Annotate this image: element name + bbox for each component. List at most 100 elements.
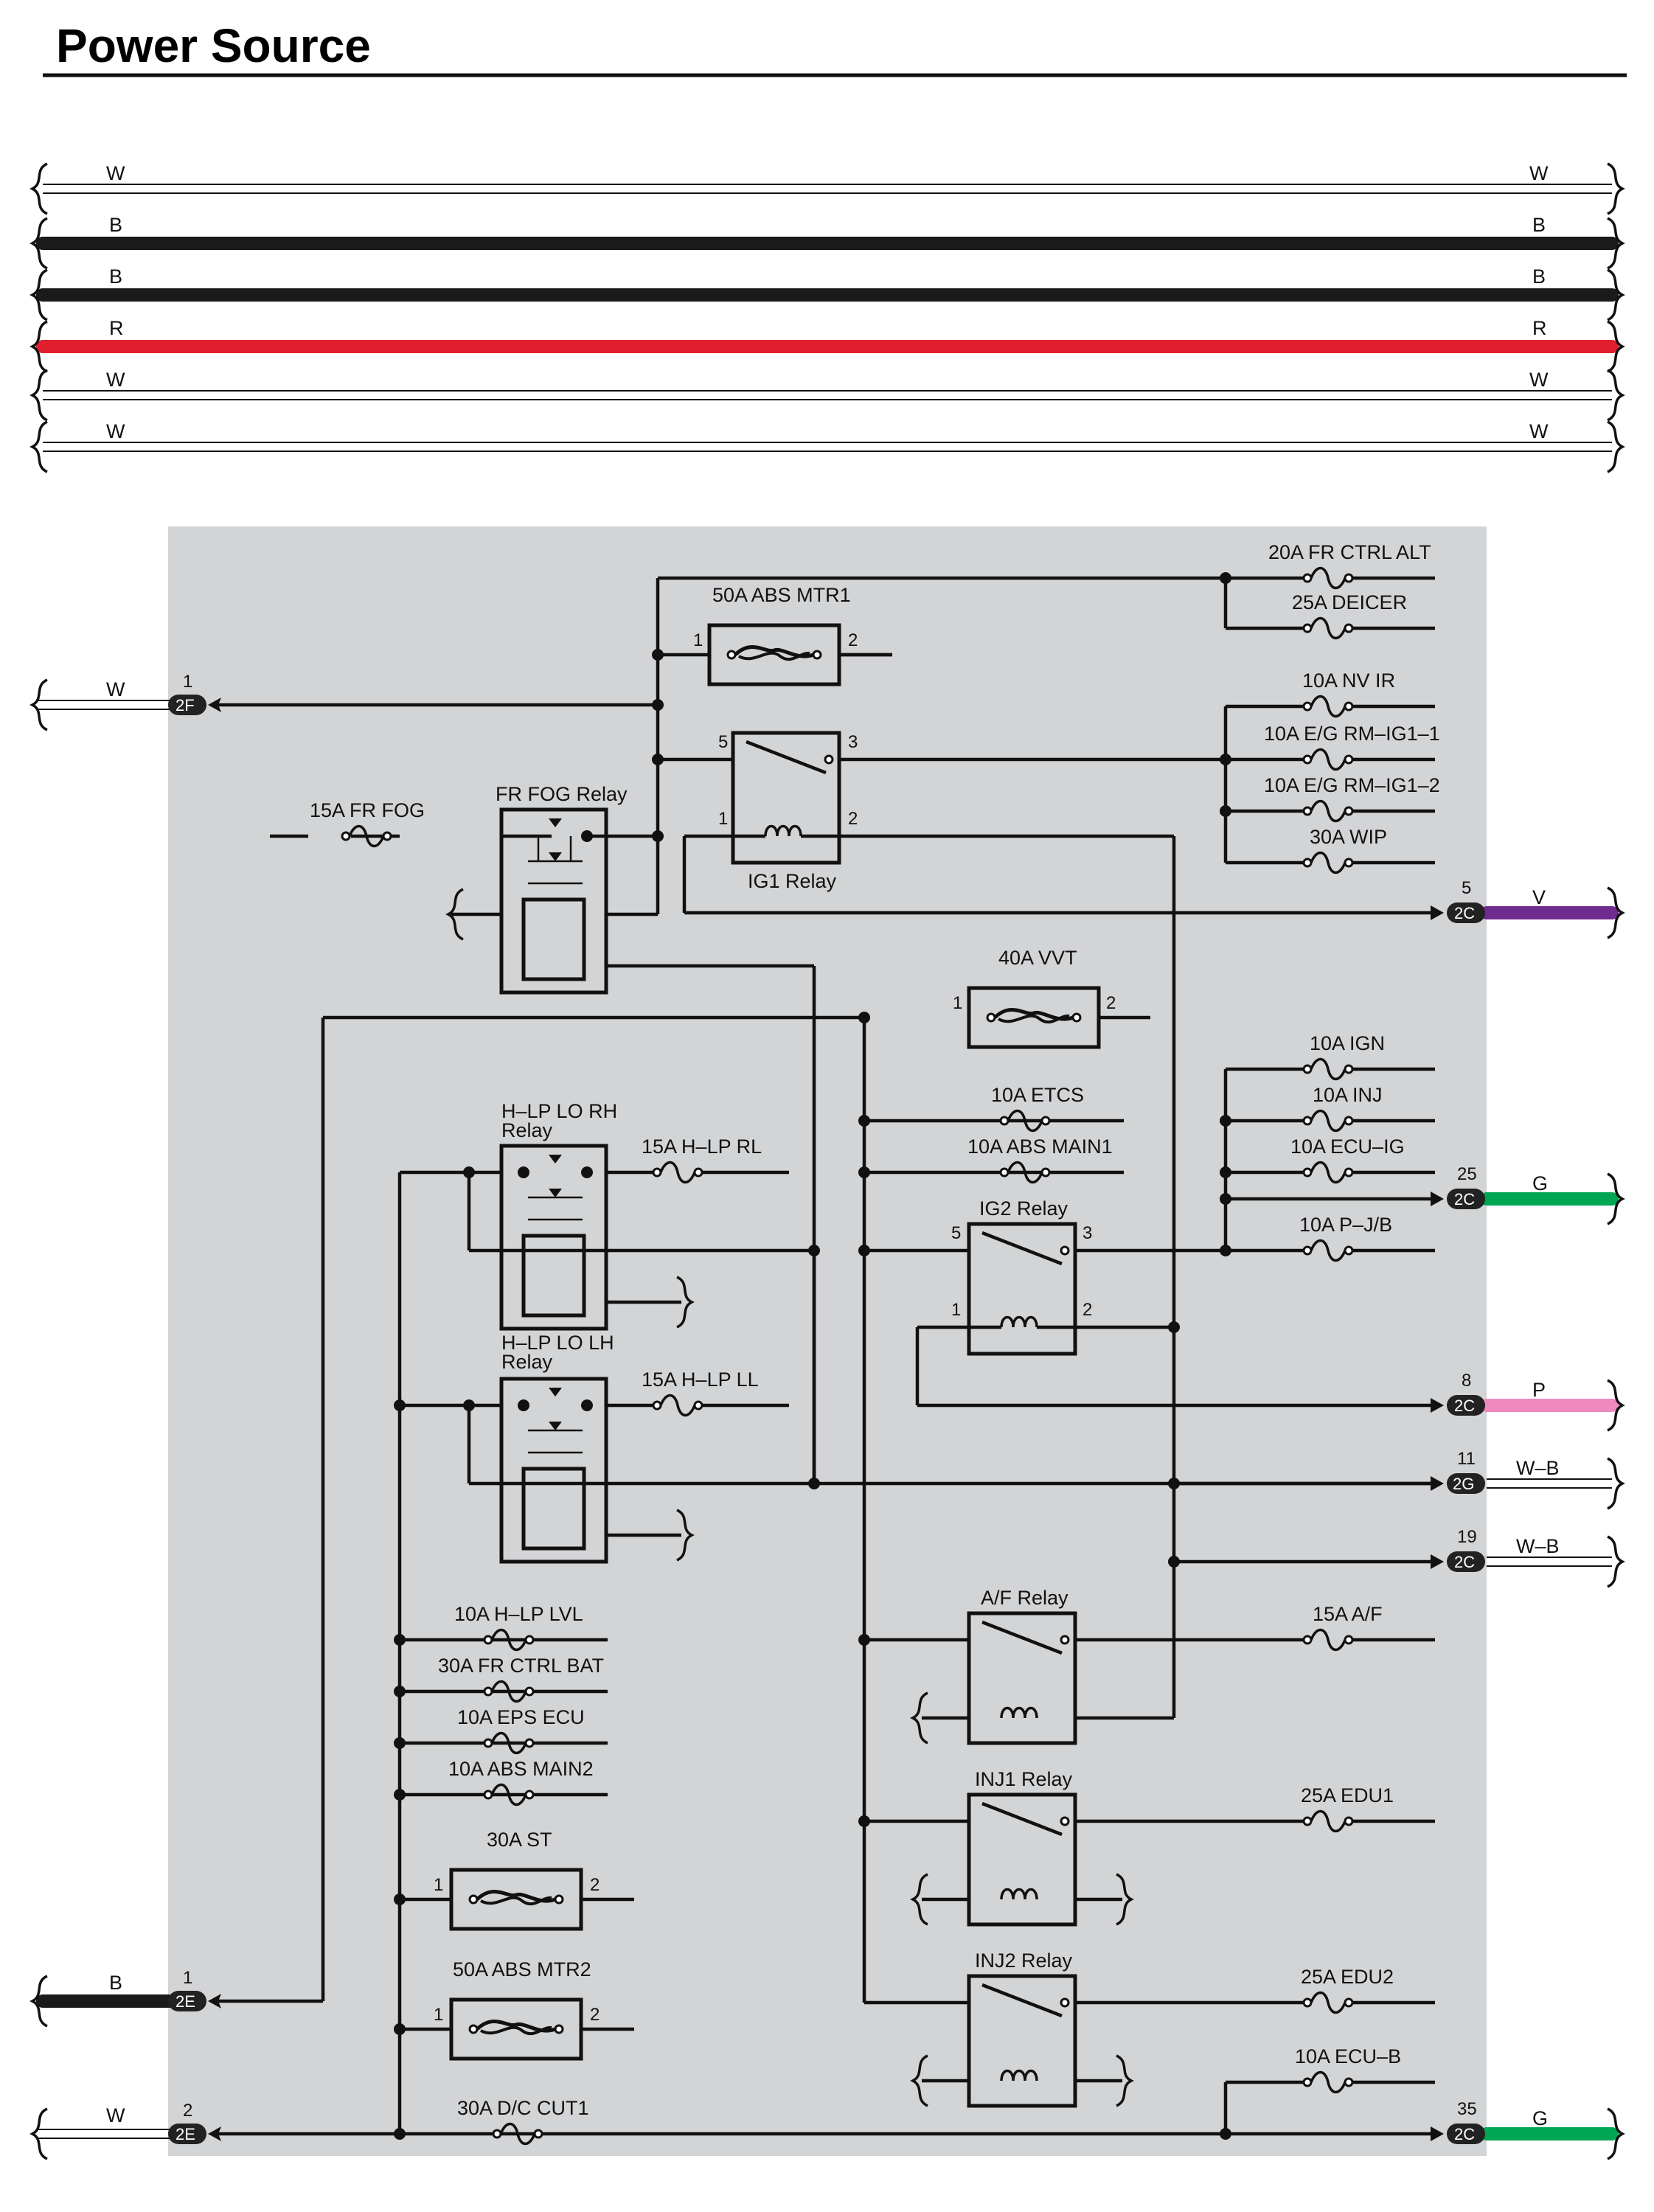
relay-label: FR FOG Relay <box>496 783 628 805</box>
fr-fog-relay <box>499 807 608 995</box>
svg-text:1: 1 <box>183 672 192 692</box>
fuse-label: 30A FR CTRL BAT <box>438 1655 604 1677</box>
relay-label: IG1 Relay <box>748 870 837 892</box>
svg-text:19: 19 <box>1457 1527 1477 1547</box>
relay-label: INJ2 Relay <box>975 1950 1073 1972</box>
svg-text:2C: 2C <box>1454 2125 1475 2143</box>
svg-text:5: 5 <box>718 732 728 752</box>
fusible-link-label: 40A VVT <box>998 947 1077 969</box>
svg-text:8: 8 <box>1462 1371 1471 1391</box>
svg-text:1: 1 <box>951 1300 961 1320</box>
fuse-label: 10A INJ <box>1313 1084 1383 1106</box>
hlp-lo-lh-relay <box>499 1377 608 1564</box>
connector-2E <box>168 1991 206 2011</box>
svg-text:11: 11 <box>1457 1449 1476 1469</box>
junction-block-panel <box>168 526 1487 2156</box>
junction-dots <box>394 572 1231 2140</box>
relay-label: Relay <box>501 1119 553 1141</box>
svg-text:2: 2 <box>1106 993 1116 1013</box>
circuit-wires <box>215 576 1435 2136</box>
wire-label: R <box>1532 317 1547 339</box>
svg-text:5: 5 <box>1462 878 1471 898</box>
ig2-relay <box>967 1222 1077 1356</box>
wire-label: B <box>1532 265 1546 288</box>
fusible-link-label: 50A ABS MTR1 <box>712 584 851 606</box>
fuse-label: 15A FR FOG <box>310 799 425 821</box>
relay-label: Relay <box>501 1351 553 1373</box>
fuse-label: 10A NV IR <box>1302 669 1395 692</box>
fusible-link-label: 30A ST <box>487 1829 552 1851</box>
wire-label: P <box>1532 1379 1546 1401</box>
svg-text:2: 2 <box>590 2005 600 2025</box>
fuse-label: 15A H–LP RL <box>642 1135 762 1158</box>
svg-text:1: 1 <box>693 630 703 650</box>
inj1-relay <box>967 1792 1077 1927</box>
svg-text:2G: 2G <box>1453 1475 1474 1493</box>
fuse-label: 20A FR CTRL ALT <box>1268 541 1431 563</box>
svg-text:2C: 2C <box>1454 1553 1475 1571</box>
fuse-label: 10A P–J/B <box>1299 1214 1392 1236</box>
wire-label: V <box>1532 886 1546 908</box>
fuse-label: 15A H–LP LL <box>642 1368 759 1391</box>
fusible-link-label: 50A ABS MTR2 <box>453 1958 591 1980</box>
svg-text:5: 5 <box>951 1223 961 1243</box>
fuse-label: 25A EDU2 <box>1301 1966 1394 1988</box>
fuse-label: 10A E/G RM–IG1–1 <box>1264 723 1440 745</box>
wire-label: W <box>1529 369 1549 391</box>
svg-text:2C: 2C <box>1454 1397 1475 1415</box>
svg-text:2E: 2E <box>176 2125 195 2143</box>
wire-label: W <box>106 162 125 184</box>
fuse-label: 10A ECU–IG <box>1290 1135 1405 1158</box>
fuse-label: 10A ABS MAIN1 <box>967 1135 1113 1158</box>
fuse-label: 10A EPS ECU <box>457 1706 585 1728</box>
relay-label: H–LP LO RH <box>501 1100 617 1122</box>
wire-label: W–B <box>1516 1457 1560 1479</box>
wire-label: W–B <box>1516 1535 1560 1557</box>
wire-label: B <box>1532 214 1546 236</box>
page-title: Power Source <box>56 19 371 72</box>
input-connectors: W 2F 1 B 2E 1 W 2E 2 <box>31 672 221 2160</box>
ig1-relay <box>731 731 841 865</box>
svg-text:3: 3 <box>848 732 858 752</box>
relays: 5 3 1 2 IG1 Relay 5 3 1 2 IG2 Relay A/F … <box>496 731 1092 2108</box>
wire-label: G <box>1532 2107 1548 2129</box>
svg-text:1: 1 <box>434 1875 443 1895</box>
fuse-label: 10A ETCS <box>991 1084 1084 1106</box>
inj2-relay <box>967 1974 1077 2108</box>
connector-2F <box>168 695 206 715</box>
fuse-label: 10A ECU–B <box>1295 2045 1401 2067</box>
svg-text:3: 3 <box>1083 1223 1092 1243</box>
relay-label: H–LP LO LH <box>501 1332 614 1354</box>
relay-label: INJ1 Relay <box>975 1768 1073 1790</box>
relay-label: IG2 Relay <box>979 1197 1069 1220</box>
svg-text:2: 2 <box>183 2101 192 2121</box>
svg-text:35: 35 <box>1457 2099 1477 2119</box>
fusible-links: 1 2 1 2 1 2 1 2 50A ABS MTR1 40A VVT 30A… <box>434 584 1116 2059</box>
svg-text:2: 2 <box>1083 1300 1092 1320</box>
wire-label: G <box>1532 1172 1548 1194</box>
af-relay <box>967 1611 1077 1745</box>
svg-text:2C: 2C <box>1454 904 1475 922</box>
wire-label: W <box>106 369 125 391</box>
overview-wire-bundle: W B B R W W W B B R W W <box>31 162 1624 473</box>
svg-text:1: 1 <box>434 2005 443 2025</box>
fuse-label: 10A ABS MAIN2 <box>448 1758 594 1780</box>
wire-label: W <box>1529 162 1549 184</box>
fuse-label: 10A IGN <box>1310 1032 1385 1054</box>
wire-label: B <box>109 265 122 288</box>
svg-text:25: 25 <box>1457 1164 1477 1184</box>
connector-2E <box>168 2124 206 2144</box>
fuse-label: 30A WIP <box>1310 826 1387 848</box>
hlp-lo-rh-relay <box>499 1144 608 1331</box>
svg-text:1: 1 <box>718 809 728 829</box>
wire-label: B <box>109 1972 122 1994</box>
wire-label: W <box>106 420 125 442</box>
fuse-label: 15A A/F <box>1313 1603 1383 1625</box>
output-connectors: 2C 5 V 2C 25 G 2C 8 P 2G 11 W–B 2C <box>1431 878 1624 2160</box>
svg-text:2C: 2C <box>1454 1190 1475 1208</box>
svg-text:1: 1 <box>953 993 962 1013</box>
fuse-label: 10A E/G RM–IG1–2 <box>1264 774 1440 796</box>
wire-label: W <box>1529 420 1549 442</box>
fuse-label: 10A H–LP LVL <box>454 1603 583 1625</box>
